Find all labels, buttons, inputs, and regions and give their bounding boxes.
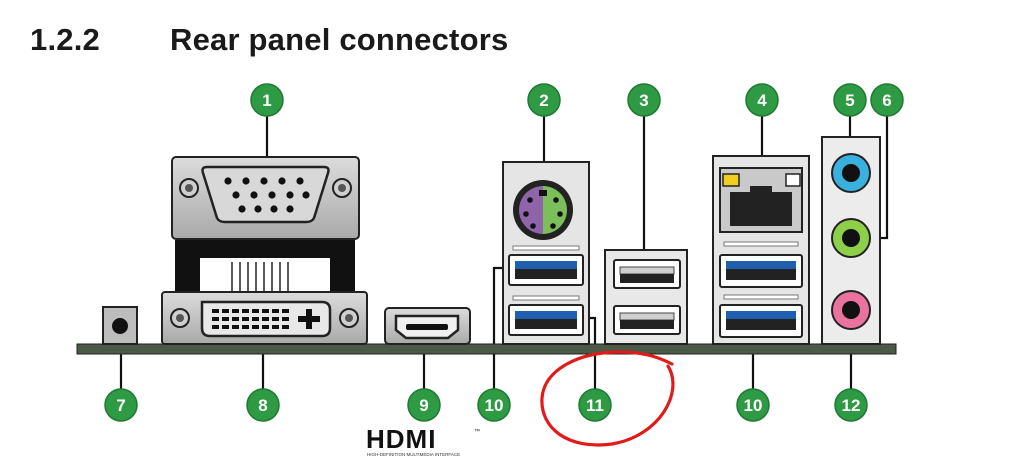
svg-text:10: 10 bbox=[485, 396, 504, 415]
svg-text:7: 7 bbox=[116, 396, 125, 415]
audio-jacks bbox=[821, 136, 881, 345]
vga-dvi-connector bbox=[161, 156, 368, 345]
svg-text:5: 5 bbox=[845, 91, 854, 110]
callout-7: 7 bbox=[104, 388, 138, 422]
svg-text:3: 3 bbox=[639, 91, 648, 110]
callout-6: 6 bbox=[870, 83, 904, 117]
callout-2: 2 bbox=[527, 83, 561, 117]
svg-text:1: 1 bbox=[262, 91, 271, 110]
callout-10-right: 10 bbox=[736, 388, 770, 422]
page-title: 1.2.2 Rear panel connectors bbox=[30, 22, 508, 58]
callout-3: 3 bbox=[627, 83, 661, 117]
svg-text:8: 8 bbox=[258, 396, 267, 415]
svg-text:2: 2 bbox=[539, 91, 548, 110]
svg-text:6: 6 bbox=[882, 91, 891, 110]
ps2-usb-stack bbox=[502, 161, 590, 345]
red-annotation-circle bbox=[540, 350, 675, 447]
lan-usb-stack bbox=[712, 155, 810, 345]
svg-text:9: 9 bbox=[419, 396, 428, 415]
callout-5: 5 bbox=[833, 83, 867, 117]
callout-4: 4 bbox=[745, 83, 779, 117]
svg-text:11: 11 bbox=[586, 396, 604, 415]
svg-text:HDMI: HDMI bbox=[366, 424, 436, 454]
section-number: 1.2.2 bbox=[30, 22, 100, 57]
pcb-strip bbox=[76, 343, 897, 355]
callout-12: 12 bbox=[834, 388, 868, 422]
hdmi-port bbox=[384, 307, 471, 345]
clear-cmos-button bbox=[102, 306, 138, 345]
svg-text:™: ™ bbox=[474, 428, 480, 435]
svg-text:4: 4 bbox=[757, 91, 767, 110]
hdmi-logo: HDMI ™ HIGH-DEFINITION MULTIMEDIA INTERF… bbox=[366, 424, 480, 457]
callout-9: 9 bbox=[407, 388, 441, 422]
section-title: Rear panel connectors bbox=[170, 22, 509, 57]
svg-text:12: 12 bbox=[842, 396, 861, 415]
callout-10-left: 10 bbox=[477, 388, 511, 422]
callout-11: 11 bbox=[578, 388, 612, 422]
svg-text:HIGH-DEFINITION MULTIMEDIA INT: HIGH-DEFINITION MULTIMEDIA INTERFACE bbox=[367, 452, 460, 457]
svg-text:10: 10 bbox=[744, 396, 763, 415]
callout-1: 1 bbox=[250, 83, 284, 117]
callout-8: 8 bbox=[246, 388, 280, 422]
usb2-stack bbox=[604, 249, 688, 345]
